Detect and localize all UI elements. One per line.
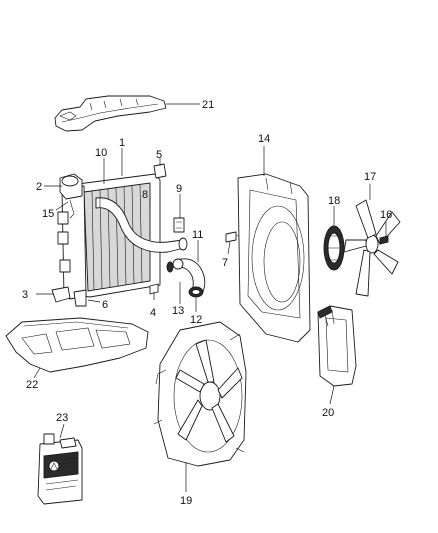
callout-19: 19 [180,495,192,507]
bolt-part-7 [225,231,245,243]
upper-deflector-part-21 [54,95,167,132]
screw-part-16 [379,235,389,245]
callout-6: 6 [102,299,108,311]
callout-4: 4 [150,307,156,319]
electric-fan-part-19 [153,321,247,467]
callout-23: 23 [56,412,68,424]
callout-labels: 21 1 10 5 2 8 9 15 14 17 18 16 11 7 3 6 … [22,99,392,507]
leader-lines [33,103,387,492]
upper-hose-part-8 [95,197,188,253]
callout-14: 14 [258,133,270,145]
callout-16: 16 [380,209,392,221]
callout-15: 15 [42,208,54,220]
callout-12: 12 [190,314,202,326]
callout-1: 1 [119,137,125,149]
callout-8: 8 [142,189,148,201]
fan-clutch-part-18 [323,225,345,271]
fan-shroud-part-14 [237,173,311,343]
callout-7: 7 [222,257,228,269]
callout-20: 20 [322,407,334,419]
callout-18: 18 [328,195,340,207]
lower-hose-part-11 [166,258,206,298]
clamp-part-9 [173,217,185,233]
callout-10: 10 [95,147,107,159]
callout-5: 5 [156,149,162,161]
callout-17: 17 [364,171,376,183]
radiator-part-1 [51,163,167,307]
callout-22: 22 [26,379,38,391]
belly-pan-part-22 [5,317,149,373]
coolant-jug-part-23 [37,433,83,505]
callout-3: 3 [22,289,28,301]
callout-21: 21 [202,99,214,111]
callout-13: 13 [172,305,184,317]
fan-blade-part-17 [343,199,401,297]
callout-11: 11 [192,229,203,241]
callout-9: 9 [176,183,182,195]
lower-shroud-part-20 [317,305,357,387]
callout-2: 2 [36,181,42,193]
